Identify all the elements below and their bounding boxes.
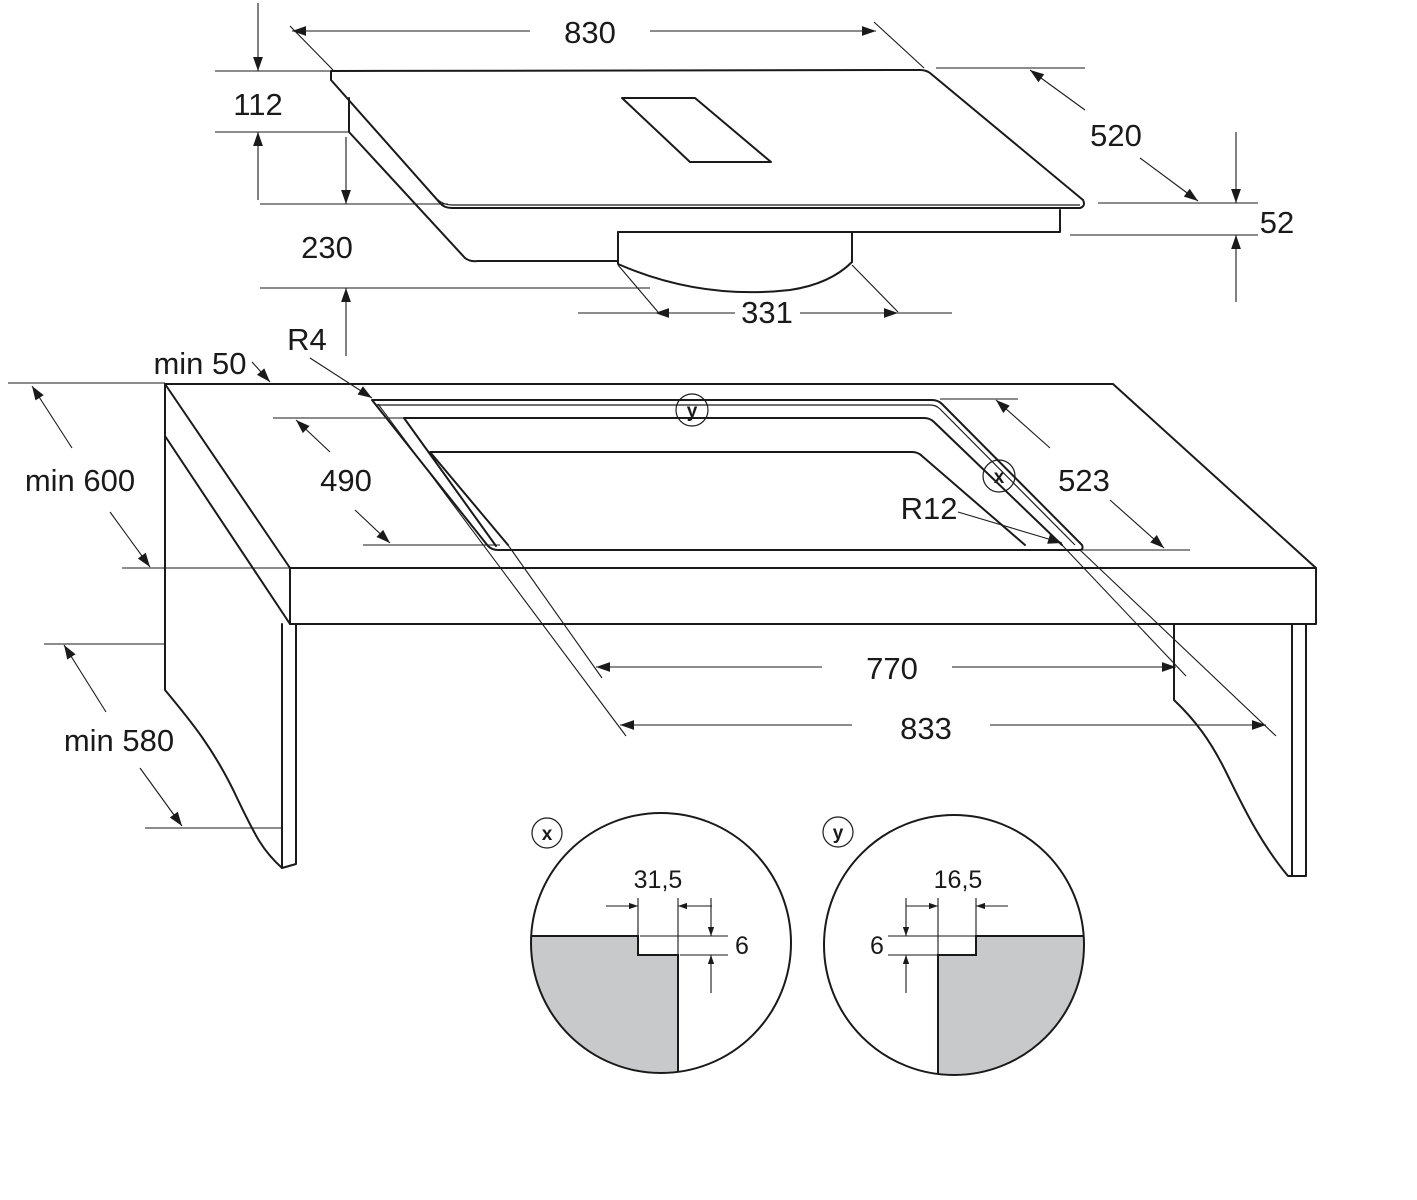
ext-line-830-right <box>873 21 925 69</box>
dim-min50 <box>251 361 271 383</box>
cabinet-right-side <box>1173 623 1293 877</box>
cabinet-left-side <box>164 435 283 869</box>
label-520: 520 <box>1090 118 1142 153</box>
detail-y-circle <box>823 814 1085 1076</box>
label-112: 112 <box>233 87 282 122</box>
worktop-left-edge <box>164 383 291 625</box>
cabinet-right-panel <box>1291 623 1307 877</box>
label-min50: min 50 <box>153 346 246 381</box>
worktop-front-edge <box>289 567 1317 625</box>
dim-min580-bottom <box>139 767 183 827</box>
label-770: 770 <box>866 651 918 686</box>
hob-body <box>348 97 619 263</box>
cabinet-left-panel <box>281 623 297 869</box>
dim-490-bottom <box>354 509 391 544</box>
label-min600: min 600 <box>25 463 135 498</box>
marker-y: y <box>675 393 709 427</box>
dim-520-bottom <box>1139 157 1199 202</box>
detail-y-section <box>937 935 1084 1075</box>
dim-r12 <box>957 511 1063 544</box>
dim-520-top <box>1029 69 1086 111</box>
svg-text:x: x <box>994 467 1005 488</box>
marker-x: x <box>982 459 1016 493</box>
detail-x-section <box>531 935 679 1073</box>
ext-line-830-left <box>289 25 334 71</box>
ext-line-770-right <box>1061 544 1187 677</box>
detail-x-circle <box>530 812 792 1074</box>
dim-523-top <box>995 399 1051 449</box>
svg-text:y: y <box>687 401 698 422</box>
label-230: 230 <box>301 230 353 265</box>
detail-y-marker: y <box>822 816 854 848</box>
label-r12: R12 <box>901 491 958 526</box>
ext-line-331-left <box>617 264 659 313</box>
dim-min600-top <box>31 385 73 449</box>
ext-line-770-left <box>507 544 603 679</box>
ext-line-833-right <box>1079 549 1277 737</box>
hob <box>330 69 1085 294</box>
hob-dimensions: 830 520 112 230 52 331 <box>215 3 1294 356</box>
label-523: 523 <box>1058 463 1110 498</box>
hob-extractor-unit <box>617 231 853 294</box>
hob-body-front <box>617 209 1061 233</box>
ext-line-331-right <box>851 264 899 313</box>
hob-vent-opening <box>621 97 772 163</box>
label-490: 490 <box>320 463 372 498</box>
dim-r4 <box>309 357 373 399</box>
cutout-rebate <box>403 417 1063 546</box>
label-min580: min 580 <box>64 723 174 758</box>
hob-glass-edge <box>330 79 1080 206</box>
svg-text:x: x <box>542 824 553 845</box>
detail-x-marker: x <box>531 817 563 849</box>
label-r4: R4 <box>287 322 327 357</box>
label-52: 52 <box>1260 205 1294 240</box>
detail-x-depth-label: 6 <box>735 932 749 960</box>
hob-glass-top <box>330 69 1085 209</box>
detail-x: 31,5 6 x <box>530 812 792 1074</box>
dim-523-bottom <box>1109 499 1165 549</box>
detail-x-width-label: 31,5 <box>634 866 683 894</box>
label-331: 331 <box>741 295 793 330</box>
cutout-rebate-inner <box>375 404 1076 546</box>
svg-text:y: y <box>833 823 844 844</box>
detail-y-width-label: 16,5 <box>934 866 983 894</box>
dim-min600-bottom <box>109 511 151 568</box>
dim-490-top <box>295 419 331 453</box>
dim-min580-top <box>63 644 107 713</box>
label-833: 833 <box>900 711 952 746</box>
worktop <box>164 383 1317 877</box>
label-830: 830 <box>564 15 616 50</box>
cutout-inner <box>403 417 1026 547</box>
detail-y: 16,5 6 y <box>822 814 1085 1076</box>
ext-line-833-left <box>377 403 627 737</box>
cutout-outer <box>371 399 1084 551</box>
detail-y-depth-label: 6 <box>870 932 884 960</box>
worktop-dimensions: min 50 R4 min 600 min 580 490 523 R12 <box>8 322 1277 829</box>
